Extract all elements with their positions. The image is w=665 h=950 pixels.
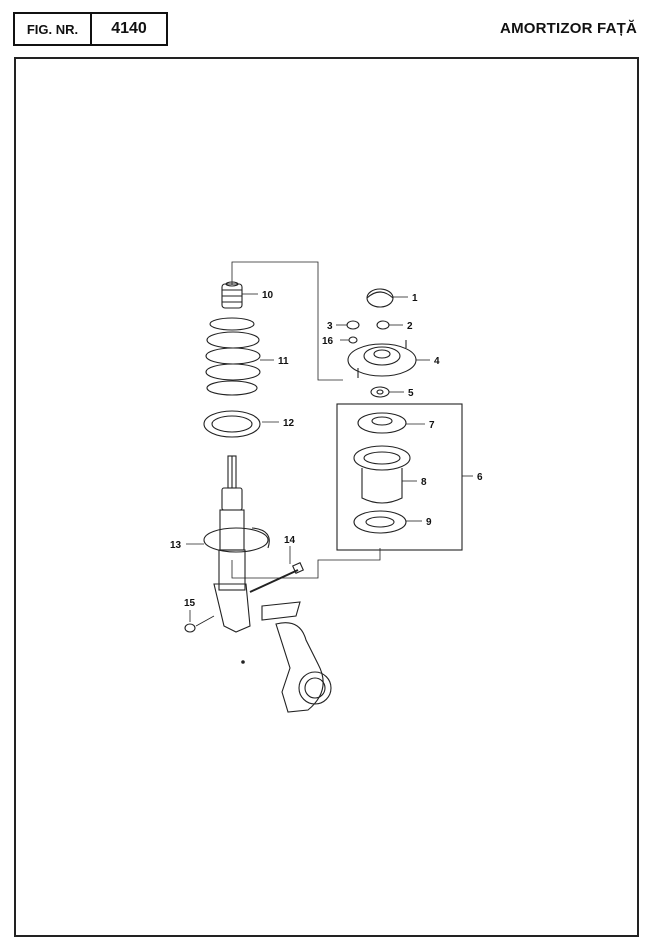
dust-boot [353, 445, 417, 504]
callout-10: 10 [262, 290, 274, 301]
callout-9: 9 [426, 517, 432, 528]
spring-seat [203, 410, 279, 438]
callout-5: 5 [408, 388, 414, 399]
callout-12: 12 [283, 418, 295, 429]
coil-spring [205, 317, 274, 396]
callout-2: 2 [407, 321, 413, 332]
callout-15: 15 [184, 598, 196, 609]
callout-14: 14 [284, 535, 296, 546]
callout-11: 11 [278, 356, 289, 367]
steering-knuckle [213, 583, 332, 713]
strut-mount [347, 340, 430, 378]
lower-seat [353, 510, 422, 534]
mount-nut-washer [336, 320, 360, 344]
page-title: AMORTIZOR FAȚĂ [500, 20, 637, 37]
callout-6: 6 [477, 472, 483, 483]
assembly-bracket [231, 261, 381, 579]
shock-absorber [186, 455, 270, 591]
figure-label: FIG. NR. [15, 14, 92, 44]
mounting-bolt [249, 546, 305, 593]
figure-number-box: FIG. NR. 4140 [13, 12, 168, 46]
strut-bearing [357, 412, 425, 434]
washer [370, 386, 404, 398]
knuckle-nut [184, 610, 215, 633]
callout-1: 1 [412, 293, 418, 304]
top-nut [376, 320, 403, 330]
callout-16: 16 [322, 336, 334, 347]
callout-3: 3 [327, 321, 333, 332]
callout-13: 13 [170, 540, 182, 551]
callout-4: 4 [434, 356, 440, 367]
bump-stop [221, 281, 258, 309]
figure-number: 4140 [111, 20, 147, 37]
dust-cap [366, 288, 408, 308]
bearing-kit-box [336, 403, 473, 551]
callout-7: 7 [429, 420, 435, 431]
diagram-frame [14, 57, 639, 937]
callout-8: 8 [421, 477, 427, 488]
